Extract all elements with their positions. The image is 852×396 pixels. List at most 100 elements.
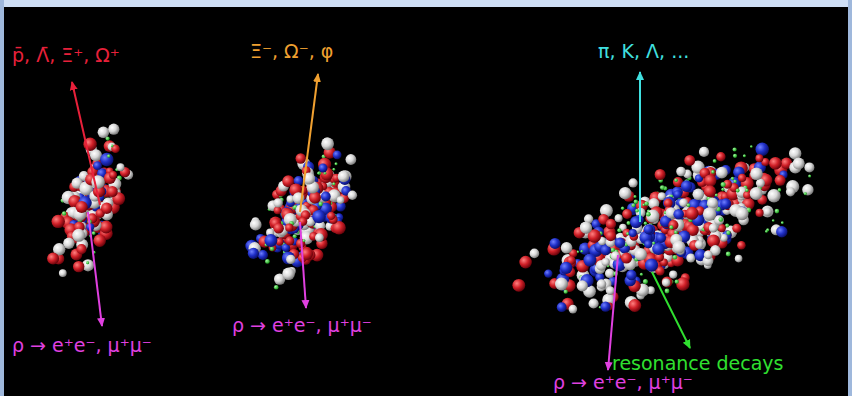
particle bbox=[673, 255, 678, 260]
particle bbox=[765, 230, 768, 233]
particle bbox=[738, 174, 746, 182]
particle bbox=[656, 233, 666, 243]
particle bbox=[100, 153, 113, 166]
particle bbox=[580, 250, 583, 253]
particle bbox=[695, 240, 704, 249]
particle bbox=[737, 241, 746, 250]
particle bbox=[735, 255, 743, 263]
particle bbox=[735, 207, 748, 220]
particle bbox=[606, 286, 615, 295]
particle bbox=[109, 171, 117, 179]
particle bbox=[589, 298, 599, 308]
particle bbox=[86, 261, 89, 264]
particle bbox=[804, 162, 814, 172]
particle bbox=[745, 189, 748, 192]
particle bbox=[52, 215, 65, 228]
particle bbox=[687, 203, 691, 207]
particle bbox=[674, 190, 682, 198]
particle bbox=[111, 145, 114, 148]
magenta-arrow bbox=[88, 212, 102, 326]
particle bbox=[731, 177, 734, 180]
particle bbox=[664, 199, 673, 208]
particle bbox=[655, 169, 666, 180]
particle bbox=[733, 180, 736, 183]
particle bbox=[669, 225, 673, 229]
particle bbox=[808, 175, 811, 178]
particle bbox=[704, 185, 716, 197]
particle bbox=[100, 221, 113, 234]
particle bbox=[314, 228, 327, 241]
particle bbox=[629, 178, 638, 187]
particle bbox=[107, 154, 110, 157]
particle bbox=[750, 145, 753, 148]
red-arrow bbox=[72, 82, 100, 205]
particle bbox=[72, 229, 85, 242]
particle bbox=[719, 217, 724, 222]
particle bbox=[644, 224, 655, 235]
particle bbox=[775, 175, 786, 186]
particle bbox=[725, 223, 729, 227]
particle bbox=[669, 271, 677, 279]
particle bbox=[564, 290, 568, 294]
particle bbox=[804, 192, 807, 195]
particle bbox=[640, 273, 643, 276]
particle bbox=[646, 210, 659, 223]
particle bbox=[644, 240, 652, 248]
particle bbox=[750, 168, 763, 181]
cyan-arrow bbox=[639, 72, 641, 222]
particle bbox=[707, 198, 718, 209]
particle bbox=[250, 219, 262, 231]
particle bbox=[711, 170, 715, 174]
particle bbox=[92, 231, 96, 235]
particle bbox=[577, 280, 588, 291]
particle bbox=[619, 187, 631, 199]
particle bbox=[296, 153, 306, 163]
particle bbox=[652, 243, 664, 255]
particle bbox=[674, 179, 678, 183]
particle bbox=[321, 192, 331, 202]
dilepton-label: ρ → e⁺e⁻, μ⁺μ⁻ bbox=[553, 371, 693, 394]
dilepton-label: ρ → e⁺e⁻, μ⁺μ⁻ bbox=[232, 314, 372, 337]
right-band bbox=[848, 0, 852, 396]
particle bbox=[673, 241, 686, 254]
particle bbox=[302, 239, 305, 242]
particle bbox=[615, 237, 626, 248]
particle bbox=[699, 147, 709, 157]
particle bbox=[679, 199, 688, 208]
particle bbox=[716, 167, 728, 179]
left-band bbox=[0, 0, 4, 396]
particle bbox=[512, 279, 525, 292]
particle bbox=[337, 196, 345, 204]
particle bbox=[293, 234, 297, 238]
particle bbox=[781, 221, 784, 224]
particle bbox=[621, 253, 632, 264]
particle bbox=[309, 192, 321, 204]
particle bbox=[569, 305, 578, 314]
particle bbox=[519, 256, 532, 269]
particle bbox=[644, 225, 654, 235]
particle bbox=[550, 238, 561, 249]
particle bbox=[668, 220, 678, 230]
particle bbox=[629, 229, 637, 237]
particle bbox=[615, 214, 623, 222]
particle bbox=[107, 186, 118, 197]
particle bbox=[635, 248, 647, 260]
particle bbox=[635, 209, 639, 213]
particle bbox=[270, 247, 274, 251]
antibaryon-label: p̄, Λ̄, Ξ⁺, Ω⁺ bbox=[12, 44, 120, 67]
particle bbox=[793, 158, 805, 170]
particle bbox=[684, 155, 695, 166]
magenta-arrow bbox=[300, 222, 306, 308]
green-arrow bbox=[652, 272, 690, 348]
particle bbox=[621, 207, 624, 210]
particle bbox=[248, 248, 259, 259]
particle bbox=[713, 159, 717, 163]
particle bbox=[772, 219, 775, 222]
particle bbox=[726, 252, 731, 257]
particle bbox=[662, 276, 673, 287]
orange-arrow bbox=[300, 74, 318, 212]
particle bbox=[665, 289, 670, 294]
top-band bbox=[0, 0, 852, 7]
particle bbox=[767, 189, 780, 202]
particle bbox=[606, 219, 616, 229]
